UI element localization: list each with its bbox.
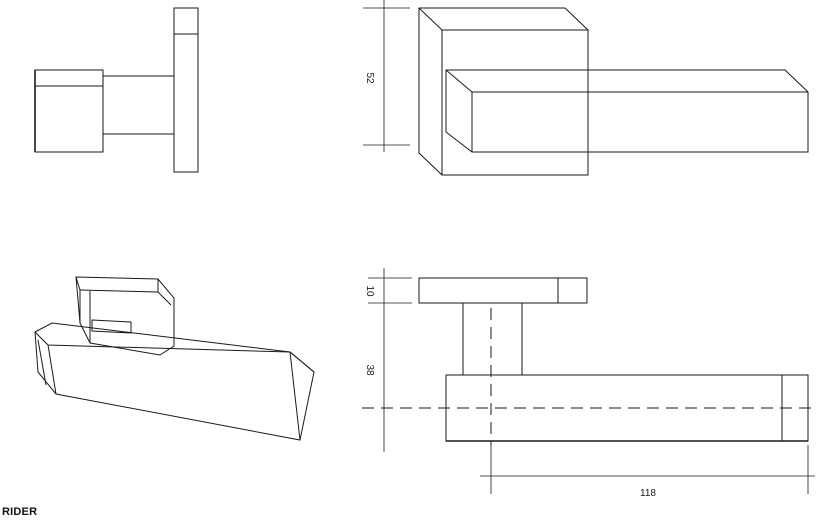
front-view: 52	[363, 0, 809, 176]
dim-118-label: 118	[640, 488, 656, 499]
product-title: RIDER	[2, 506, 38, 518]
persp-rose	[75, 276, 175, 356]
dim-10-label: 10	[364, 285, 375, 297]
side-rose-plate	[173, 7, 199, 173]
side-neck	[102, 75, 175, 135]
persp-neck	[91, 319, 132, 334]
top-rose	[418, 277, 588, 304]
dim-52-label: 52	[364, 72, 375, 84]
perspective-view	[34, 276, 315, 441]
side-view	[34, 7, 199, 173]
front-rose	[418, 7, 589, 176]
front-lever	[445, 69, 809, 153]
top-neck	[462, 302, 523, 376]
top-view: 10 38 118	[362, 268, 815, 499]
side-lever-end	[34, 69, 104, 153]
dim-38-label: 38	[364, 364, 375, 376]
persp-lever	[34, 322, 315, 441]
